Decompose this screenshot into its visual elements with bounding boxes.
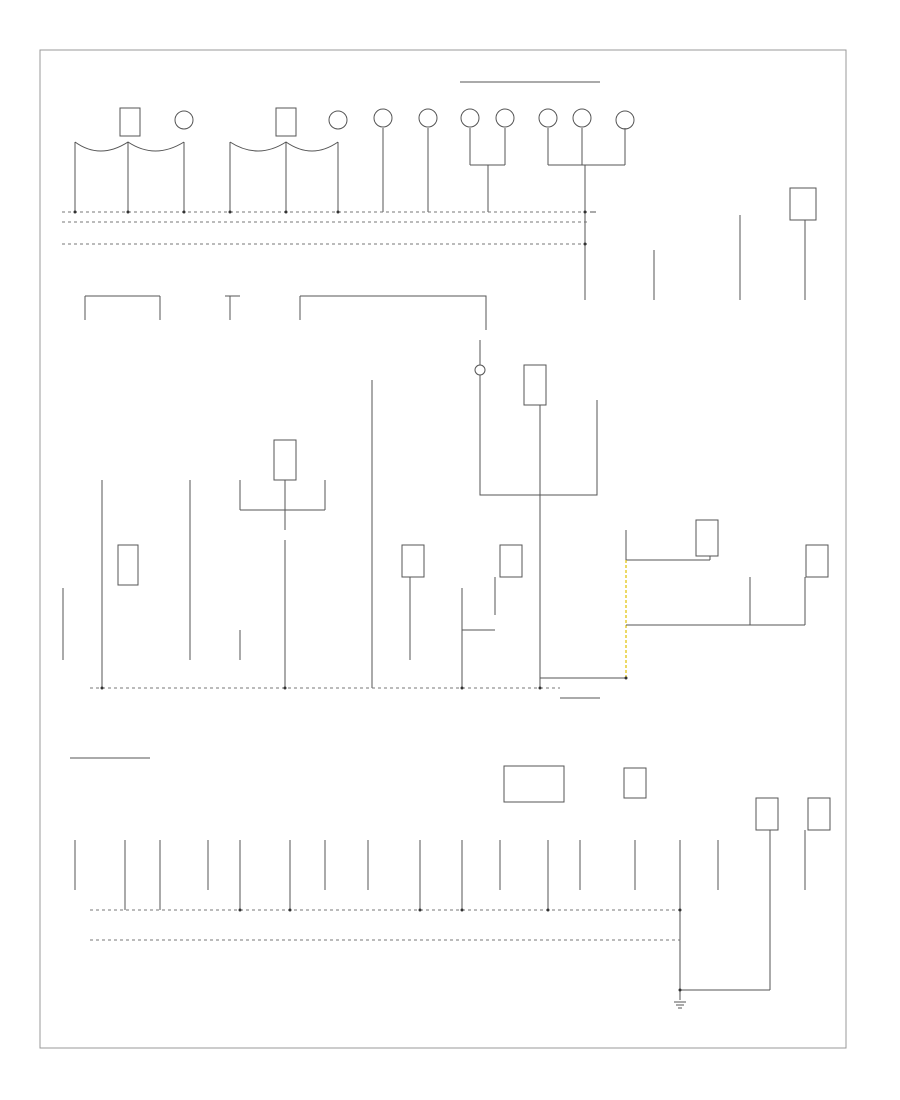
component-box [695, 519, 719, 557]
wire [382, 128, 506, 212]
wire [84, 295, 240, 320]
junction-dot [538, 686, 542, 690]
junction-dot [418, 908, 422, 912]
lamp-symbol [615, 110, 635, 130]
junction-dot [583, 210, 587, 214]
component-box [499, 544, 523, 578]
junction-dot [460, 908, 464, 912]
junction-dot [73, 210, 77, 214]
wire [62, 540, 286, 688]
junction-dot [228, 210, 232, 214]
lamp-symbol [460, 108, 480, 128]
junction-dot [678, 908, 682, 912]
junction-dots [73, 210, 682, 992]
wire [479, 340, 598, 496]
junction-dot [288, 908, 292, 912]
lamp-symbol [373, 108, 393, 128]
component-box [117, 544, 139, 586]
ground-symbol [674, 1001, 686, 1009]
top-section [62, 81, 817, 300]
wire [74, 141, 185, 152]
component-box [807, 797, 831, 831]
wire [101, 480, 326, 688]
bottom-section [70, 757, 831, 1009]
component-box [503, 765, 565, 803]
wire [626, 577, 806, 626]
diagram-frame [39, 49, 847, 1049]
junction-dot [546, 908, 550, 912]
component-box [273, 439, 297, 481]
wire [409, 577, 496, 688]
wire [367, 840, 581, 910]
junction-dot [238, 908, 242, 912]
lamp-symbol [328, 110, 348, 130]
component-box [623, 767, 647, 799]
component-box [755, 797, 779, 831]
junction-dot [283, 686, 287, 690]
lamp-symbol [572, 108, 592, 128]
wire [74, 840, 326, 910]
junction-dot [182, 210, 186, 214]
wire [547, 128, 626, 300]
component-box [119, 107, 141, 137]
junction-dot [678, 988, 682, 992]
wire [679, 940, 770, 1000]
wire [229, 141, 339, 152]
junction-dot [284, 210, 288, 214]
lamp-symbol [538, 108, 558, 128]
junction-dot [336, 210, 340, 214]
wire [74, 142, 339, 212]
junction-dot [460, 686, 464, 690]
junction-dot [100, 686, 104, 690]
component-box [523, 364, 547, 406]
junction-dot [583, 242, 587, 246]
lamp-symbol [418, 108, 438, 128]
connector-symbol [474, 364, 486, 376]
lamp-symbol [495, 108, 515, 128]
wire [653, 215, 806, 300]
component-box [275, 107, 297, 137]
component-box [789, 187, 817, 221]
component-box [805, 544, 829, 578]
junction-dot [126, 210, 130, 214]
wire [634, 830, 806, 990]
component-box [401, 544, 425, 578]
junction-dot [624, 676, 628, 680]
wire [299, 295, 487, 330]
lamp-symbol [174, 110, 194, 130]
middle-section [62, 295, 829, 699]
